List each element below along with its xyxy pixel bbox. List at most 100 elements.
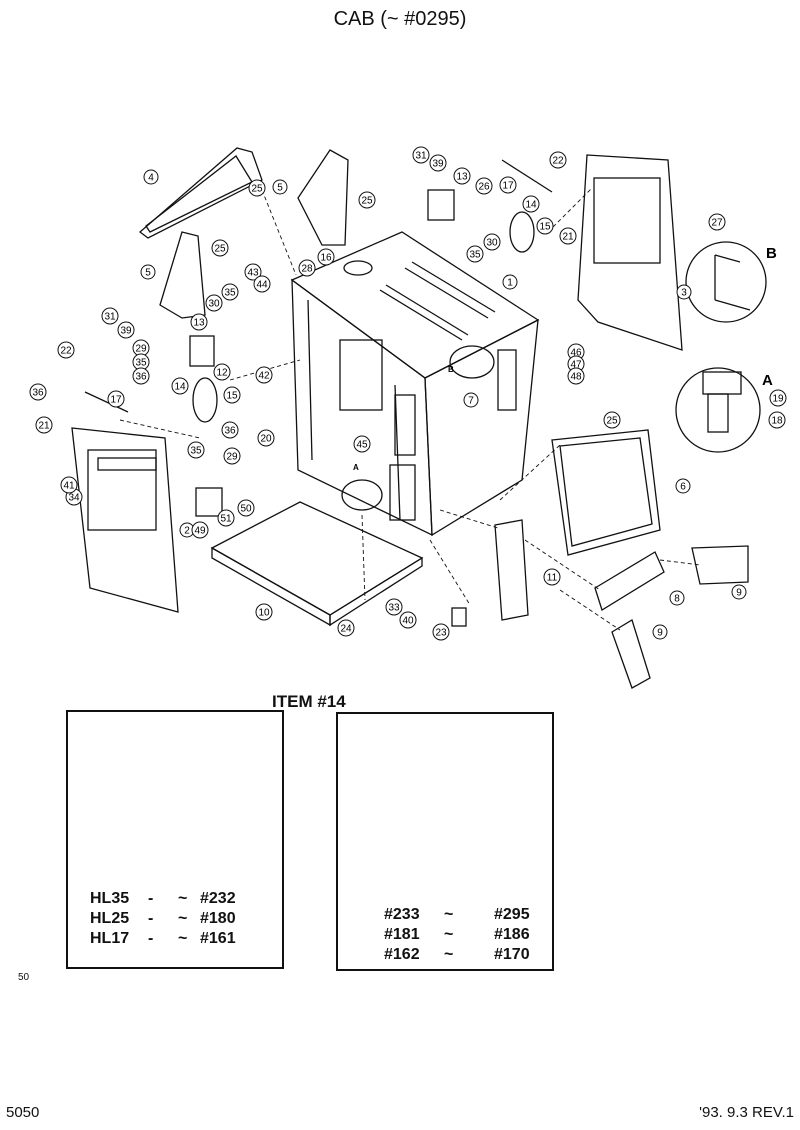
handle-14-left [192,377,218,423]
callout-3: 3 [676,284,692,300]
detail-b-view [685,241,767,323]
svg-text:13: 13 [193,318,205,329]
svg-text:31: 31 [104,312,116,323]
callout-21-right: 21 [559,227,577,245]
callout-12: 12 [213,363,231,381]
svg-text:40: 40 [402,616,414,627]
callout-13-right: 13 [453,167,471,185]
svg-text:31: 31 [415,151,427,162]
bracket-12 [189,335,215,367]
svg-text:20: 20 [260,434,272,445]
svg-text:9: 9 [657,628,663,639]
callout-39-left: 39 [117,321,135,339]
cab-rear-window [339,339,383,411]
svg-text:10: 10 [258,608,270,619]
callout-7: 7 [463,392,479,408]
svg-text:21: 21 [38,421,50,432]
callout-29-lower: 29 [223,447,241,465]
svg-text:30: 30 [486,238,498,249]
callout-22-right: 22 [549,151,567,169]
callout-36-b: 36 [29,383,47,401]
latch-23 [451,607,467,627]
svg-text:21: 21 [562,232,574,243]
svg-text:12: 12 [216,368,228,379]
callout-5-top: 5 [272,179,288,195]
callout-26: 26 [475,177,493,195]
model-serial: #161 [200,930,236,947]
cab-linework [71,147,767,689]
serial-from: #181 [384,926,420,943]
serial-range-row-1: #233~#295 [384,906,530,924]
svg-text:9: 9 [736,588,742,599]
svg-text:35: 35 [190,446,202,457]
svg-text:36: 36 [32,388,44,399]
svg-text:14: 14 [525,200,537,211]
svg-text:14: 14 [174,382,186,393]
svg-text:39: 39 [432,159,444,170]
callout-40: 40 [399,611,417,629]
callout-48: 48 [567,367,585,385]
callout-9-right: 9 [731,584,747,600]
callout-27: 27 [708,213,726,231]
svg-text:44: 44 [256,280,268,291]
svg-text:41: 41 [63,481,75,492]
svg-text:49: 49 [194,526,206,537]
callout-25-d: 25 [603,411,621,429]
callout-36-c: 36 [221,421,239,439]
callout-39-top: 39 [429,154,447,172]
model-dash: - [148,930,154,947]
svg-text:23: 23 [435,628,447,639]
callout-6: 6 [675,478,691,494]
handle-14-right [509,211,535,253]
callout-8: 8 [669,590,685,606]
detail-a-label: A [762,372,773,389]
callout-20: 20 [257,429,275,447]
svg-text:25: 25 [251,184,263,195]
svg-text:27: 27 [711,218,723,229]
svg-text:25: 25 [214,244,226,255]
svg-text:43: 43 [247,268,259,279]
cab-b-marker: B [448,365,454,374]
serial-to: #170 [494,946,530,963]
callout-labels: 1 2 3 4 5 5 6 7 8 9 9 10 11 12 13 13 14 … [29,146,787,641]
callout-25-b: 25 [358,191,376,209]
callout-42: 42 [255,366,273,384]
svg-text:17: 17 [502,181,514,192]
svg-text:22: 22 [552,156,564,167]
callout-5-left: 5 [140,264,156,280]
callout-4: 4 [143,169,159,185]
callout-17-left: 17 [107,390,125,408]
callout-31-top: 31 [412,146,430,164]
svg-text:47: 47 [570,360,582,371]
svg-text:2: 2 [184,526,190,537]
callout-44: 44 [253,275,271,293]
model-name: HL17 [90,930,130,947]
callout-51: 51 [217,509,235,527]
svg-text:26: 26 [478,182,490,193]
model-name: HL35 [90,890,130,907]
insulation-9-bottom [611,619,651,689]
window-glass-6 [551,429,661,556]
model-row-hl25: HL25-~#180 [90,910,236,928]
callout-28: 28 [298,259,316,277]
callout-35-d: 35 [187,441,205,459]
callout-17-top: 17 [499,176,517,194]
callout-10: 10 [255,603,273,621]
callout-41: 41 [60,476,78,494]
model-name: HL25 [90,910,130,927]
serial-to: #186 [494,926,530,943]
svg-text:50: 50 [240,504,252,515]
detail-a-view [675,367,761,453]
insulation-11 [494,519,529,621]
cab-side-right [424,318,539,537]
model-row-hl17: HL17-~#161 [90,930,236,948]
callout-22-left: 22 [57,341,75,359]
svg-text:3: 3 [681,288,687,299]
svg-text:29: 29 [226,452,238,463]
callout-1: 1 [502,274,518,290]
callout-35-c: 35 [466,245,484,263]
svg-text:15: 15 [539,222,551,233]
svg-text:33: 33 [388,603,400,614]
callout-9-bottom: 9 [652,624,668,640]
